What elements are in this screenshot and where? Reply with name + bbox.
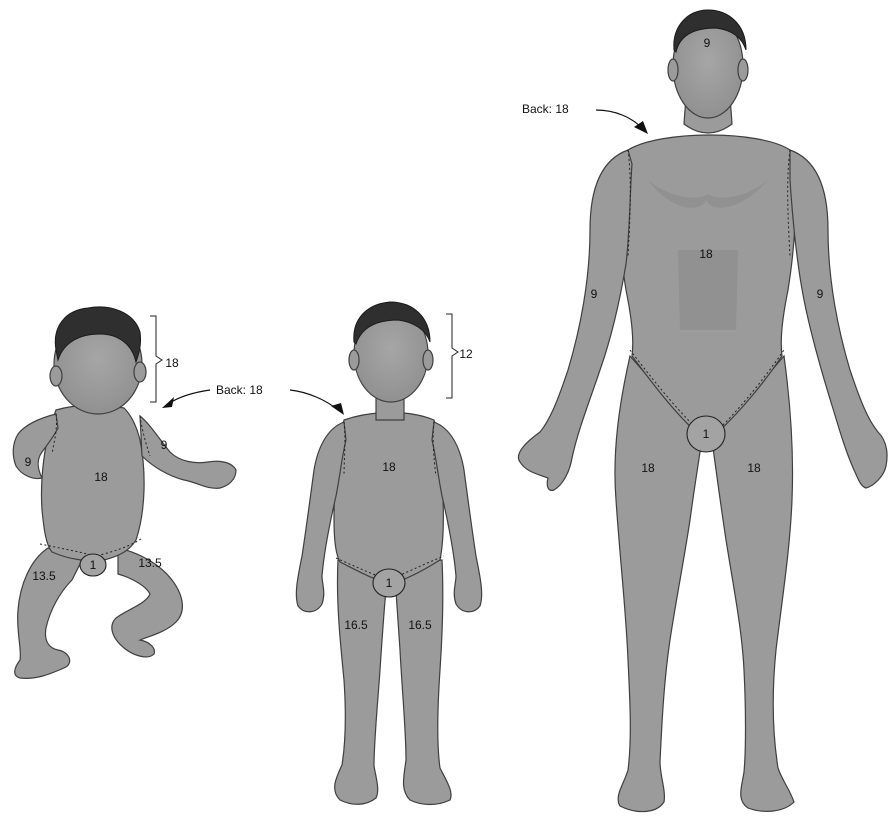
adult-head-value: 9 (704, 36, 711, 50)
infant-perineum-value: 1 (90, 558, 97, 572)
child-right-leg (394, 560, 451, 805)
infant-right-arm-value: 9 (161, 438, 168, 452)
infant-left-leg (15, 548, 84, 678)
adult-right-arm-value: 9 (817, 287, 824, 301)
adult-back-label: Back: 18 (522, 102, 569, 116)
infant-ear-right (134, 362, 146, 382)
child-right-leg-value: 16.5 (408, 618, 432, 632)
adult-trunk-value: 18 (699, 247, 713, 261)
adult-abdomen-shading (678, 250, 738, 330)
child-head-bracket (446, 314, 458, 398)
child-head-value: 12 (459, 347, 473, 361)
infant-right-arm (140, 416, 236, 488)
infant-left-arm-value: 9 (25, 455, 32, 469)
infant-right-leg-value: 13.5 (138, 556, 162, 570)
child-back-arrowhead-right (331, 403, 344, 415)
infant-trunk-value: 18 (94, 470, 108, 484)
child-figure (296, 302, 481, 805)
child-back-arrow-right (290, 390, 338, 410)
child-trunk (334, 413, 443, 585)
child-left-leg-value: 16.5 (344, 618, 368, 632)
infant-back-arrowhead-left (162, 397, 174, 408)
infant-ear-left (50, 366, 62, 386)
adult-back-arrow (596, 110, 642, 128)
adult-right-leg-value: 18 (747, 461, 761, 475)
adult-left-leg-value: 18 (641, 461, 655, 475)
infant-head-value: 18 (165, 356, 179, 370)
adult-left-arm-value: 9 (591, 287, 598, 301)
adult-ear-right (738, 59, 748, 81)
adult-left-arm (518, 150, 632, 490)
infant-back-label: Back: 18 (216, 383, 263, 397)
adult-figure (518, 10, 887, 812)
child-trunk-value: 18 (382, 460, 396, 474)
infant-figure (13, 307, 236, 678)
infant-head-bracket (150, 316, 162, 402)
adult-right-arm (790, 150, 887, 488)
infant-left-leg-value: 13.5 (32, 569, 56, 583)
child-perineum-value: 1 (386, 576, 393, 590)
child-left-leg (335, 560, 388, 804)
child-ear-left (349, 350, 359, 370)
child-ear-right (423, 350, 433, 370)
adult-ear-left (668, 59, 678, 81)
infant-back-arrow-left (168, 390, 210, 404)
adult-perineum-value: 1 (703, 427, 710, 441)
